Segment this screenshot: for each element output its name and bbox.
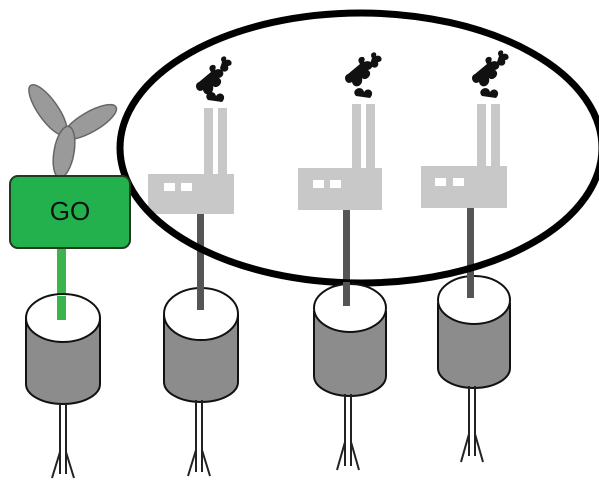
gray-stem [197,214,204,314]
gripper-claw-icon [187,400,211,477]
go-label: GO [50,196,90,226]
gray-stem [467,208,474,300]
gray-stem [343,210,350,310]
cylinder-pod-icon [163,286,239,403]
factory-icon [298,52,382,210]
gripper-claw-icon [336,394,360,471]
cylinder-pod-icon [25,293,101,405]
go-button: GO [9,175,131,249]
green-stem [57,246,66,320]
gripper-claw-icon [51,404,75,479]
cylinder-pod-icon [437,274,511,389]
highlight-ellipse [116,9,599,287]
factory-icon [421,50,509,208]
factory-icon [148,56,234,214]
gripper-claw-icon [460,386,484,463]
cylinder-pod-icon [313,282,387,397]
windmill-leaf-icon [28,84,118,179]
